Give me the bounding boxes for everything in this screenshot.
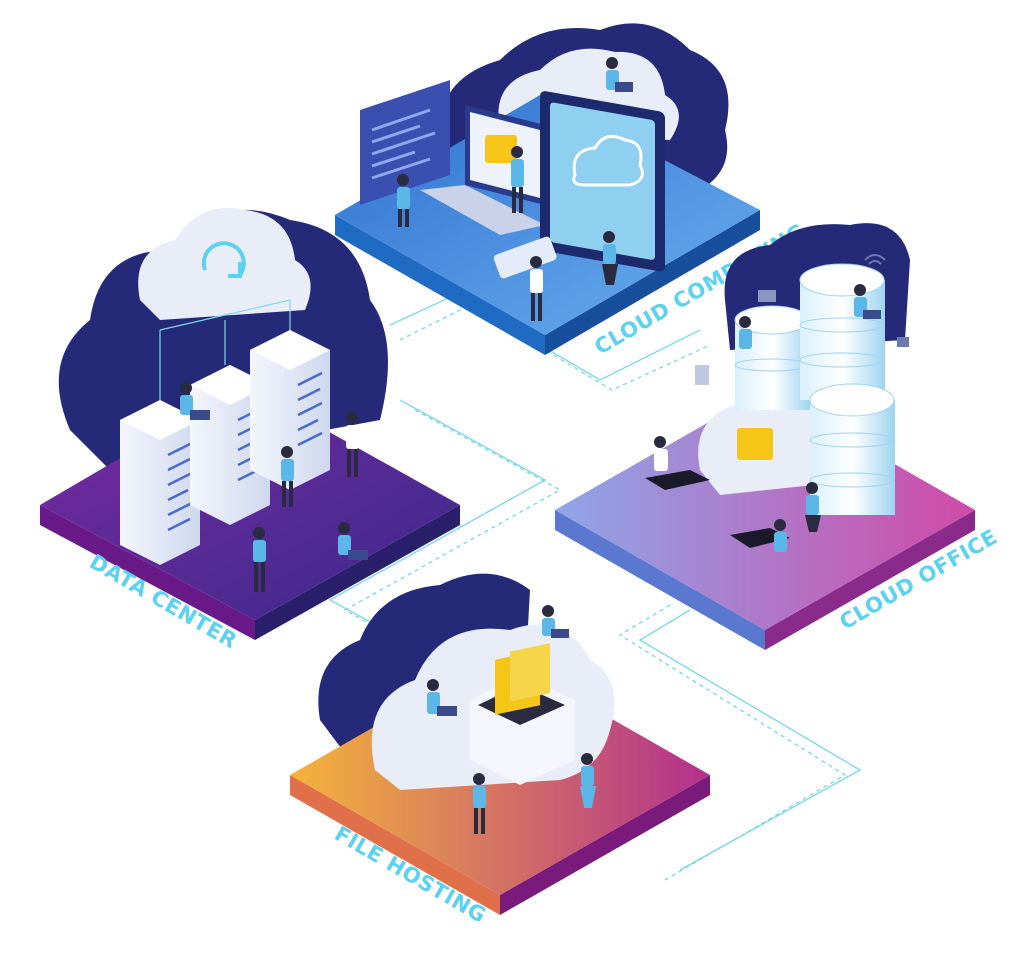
file-cabinet [470, 643, 575, 785]
person [805, 482, 821, 532]
platform-cloud-office: CLOUD OFFICE [555, 223, 1001, 650]
platform-file-hosting: FILE HOSTING [290, 573, 710, 928]
wifi-icon [864, 254, 886, 265]
platform-slab-side [40, 505, 255, 640]
platform-data-center: DATA CENTER [40, 208, 460, 653]
person [511, 146, 524, 213]
platform-slab-side [335, 215, 545, 355]
person [580, 753, 596, 808]
mail-icon [758, 290, 776, 302]
person-sitting-laptop [427, 679, 457, 716]
person [473, 773, 486, 834]
folder-icon [737, 428, 773, 460]
person [346, 412, 359, 477]
person-sitting-laptop [338, 522, 368, 560]
storage-cylinder [734, 305, 810, 410]
person [281, 446, 294, 507]
connector-line [618, 604, 847, 881]
platform-slab-side [290, 775, 500, 915]
platform-slab-side [765, 510, 975, 650]
document-icon [695, 365, 709, 385]
platform-slab-side [500, 775, 710, 915]
person-at-desk [774, 519, 787, 552]
platform-slab-side [555, 510, 765, 650]
sync-icon [572, 134, 644, 187]
person-sitting-laptop [542, 605, 569, 638]
platform-slab-side [545, 210, 760, 355]
server-rack [250, 330, 330, 490]
platform-cloud-computing: CLOUD COMPUTING [335, 23, 809, 359]
connector-line [638, 609, 862, 871]
sync-icon [201, 241, 246, 278]
person-sitting-laptop [180, 382, 210, 420]
person [602, 231, 618, 285]
lock-icon [897, 337, 909, 347]
person [397, 174, 410, 227]
person-sitting-laptop [739, 316, 752, 349]
storage-cylinder [809, 383, 895, 515]
platform-slab-side [255, 505, 460, 640]
person [253, 527, 266, 592]
folder-icon [485, 135, 517, 163]
storage-cylinder [799, 263, 885, 400]
code-lines [371, 108, 436, 180]
desk [645, 470, 710, 490]
cable-lines [159, 299, 291, 400]
person [530, 256, 543, 321]
server-rack [120, 400, 200, 565]
person-sitting-laptop [854, 284, 881, 319]
phone [493, 236, 557, 279]
laptop-keyboard [420, 185, 545, 235]
person-at-desk [654, 436, 668, 471]
person-sitting-laptop [606, 57, 633, 92]
